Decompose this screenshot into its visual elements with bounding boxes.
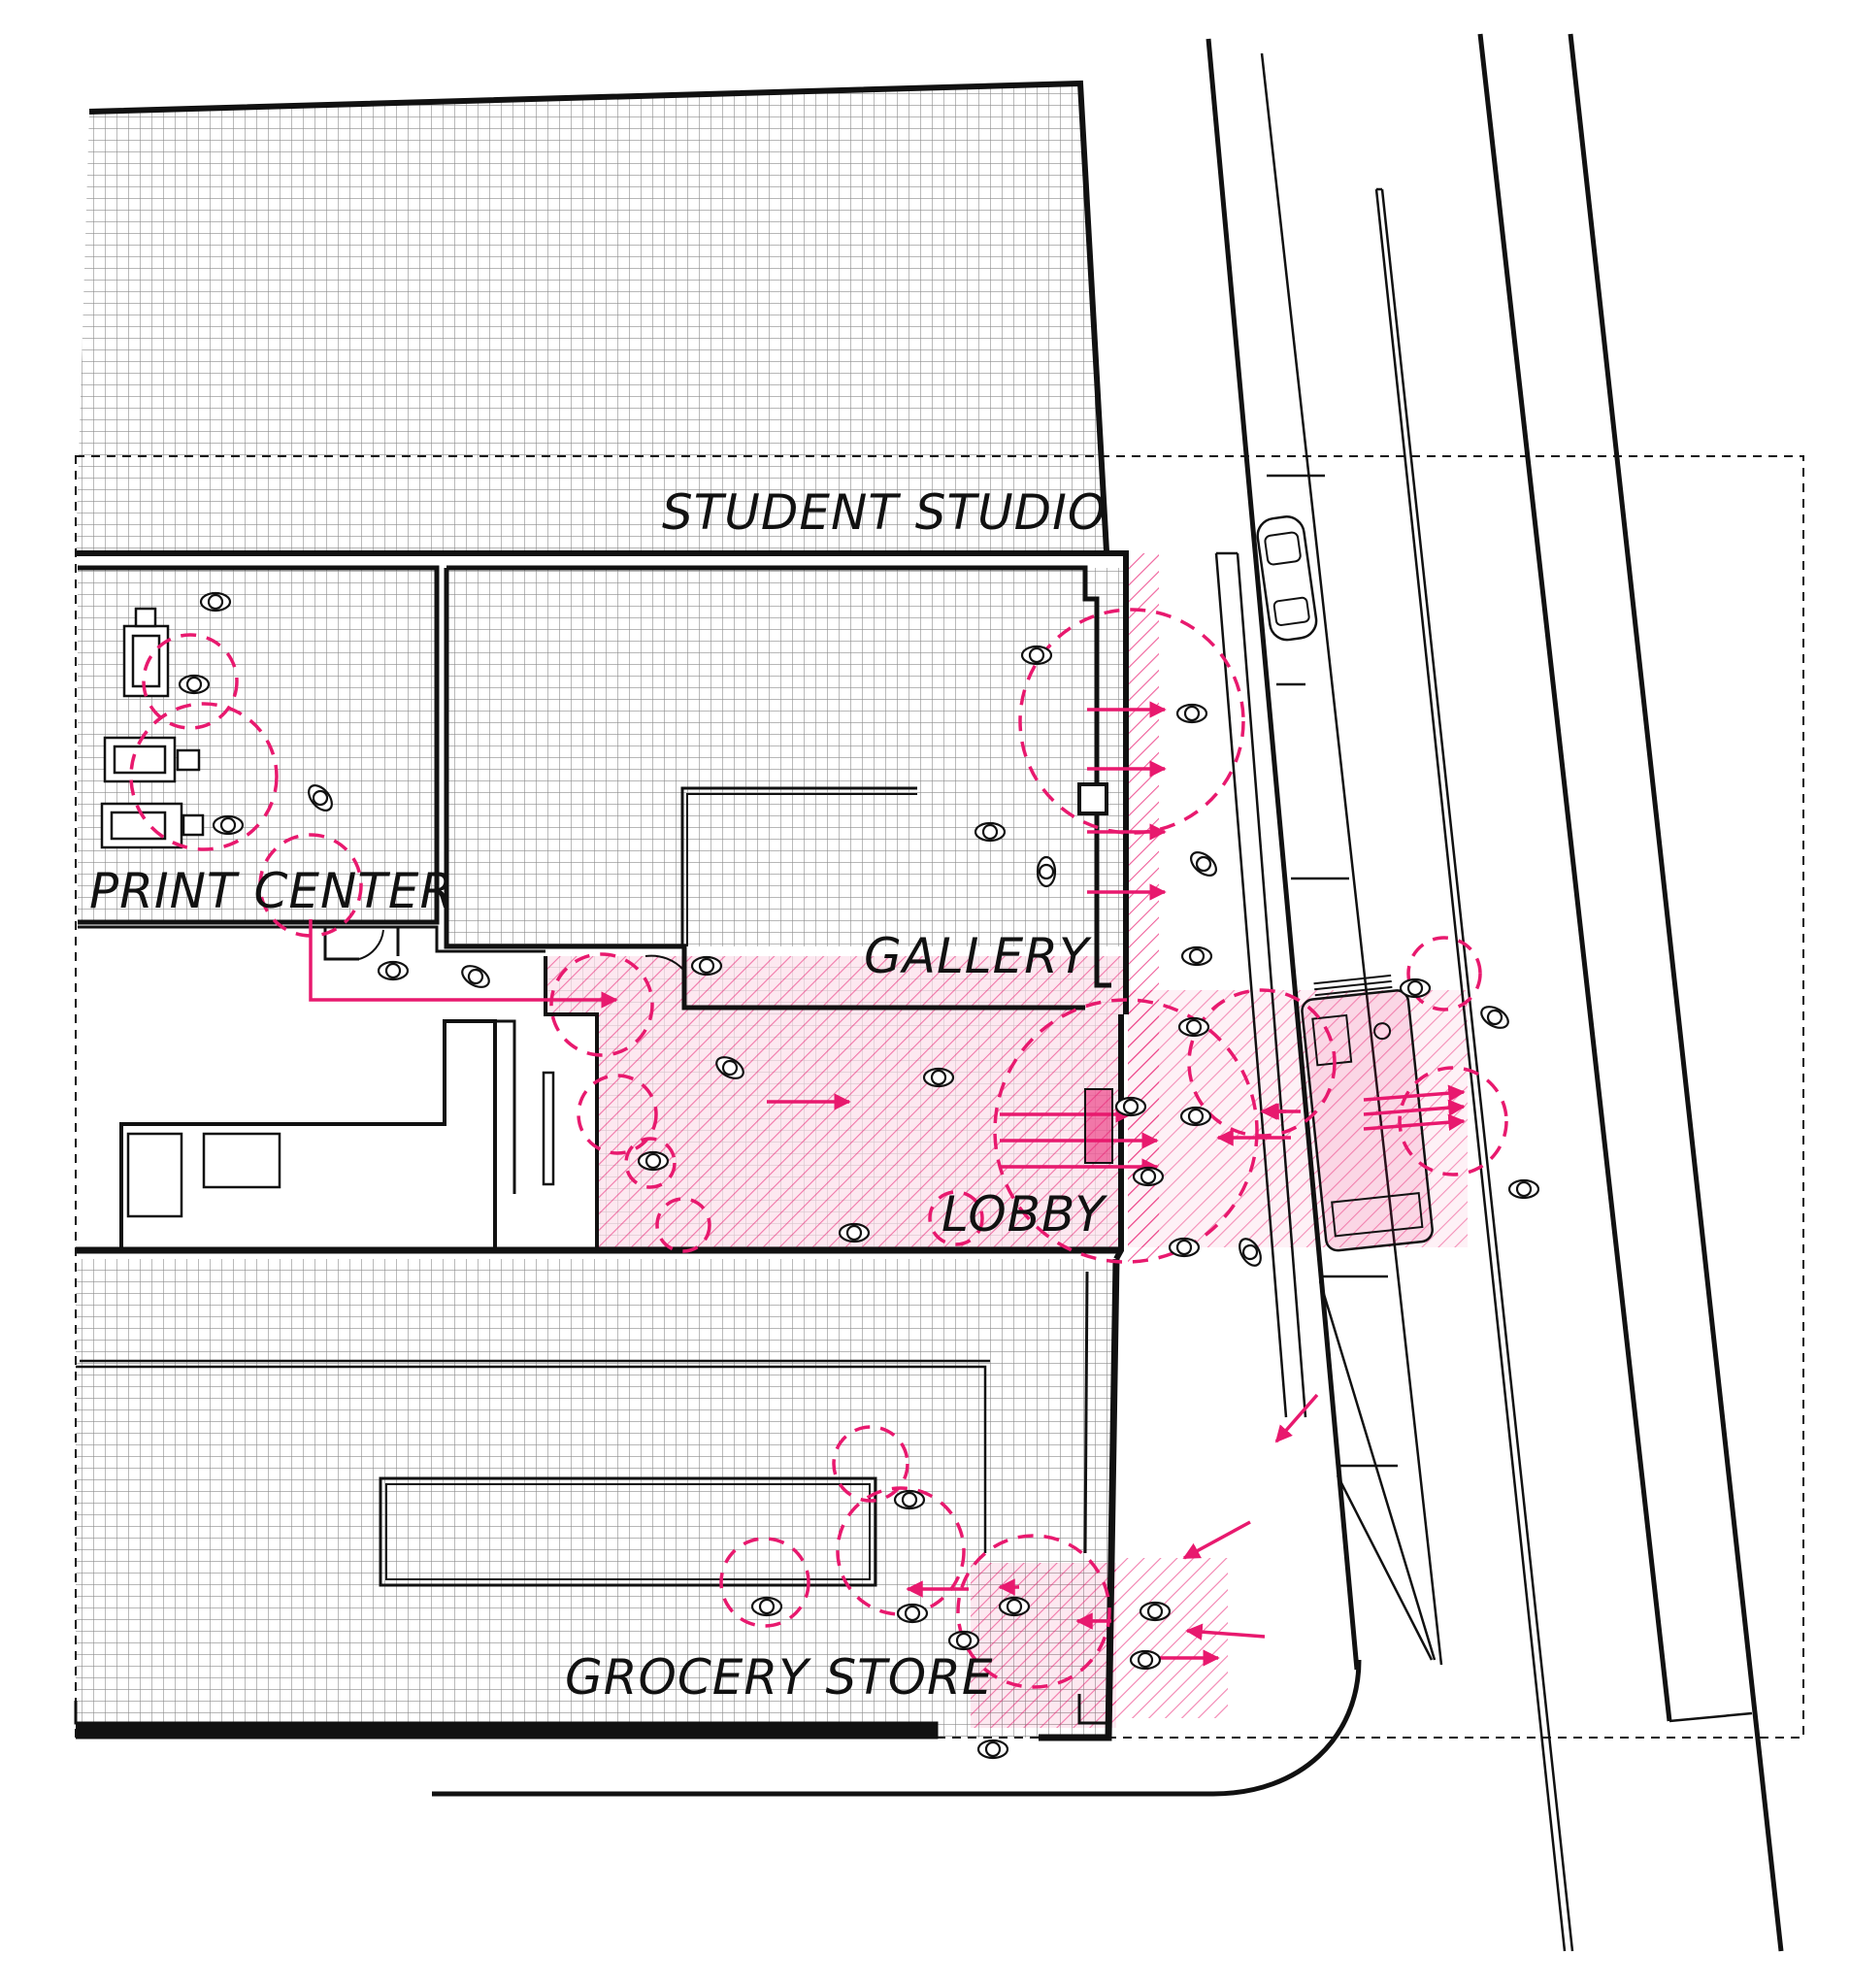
person-topview-icon — [637, 1150, 670, 1172]
person-topview-icon — [178, 674, 211, 695]
site-boundary — [75, 455, 1804, 1739]
person-topview-icon — [893, 1489, 926, 1510]
person-topview-icon — [976, 1739, 1009, 1760]
person-topview-icon — [212, 814, 245, 836]
label-grocery-store: GROCERY STORE — [565, 1649, 994, 1706]
person-topview-icon — [896, 1603, 929, 1624]
person-topview-icon — [715, 1056, 744, 1079]
label-gallery: GALLERY — [864, 928, 1092, 984]
person-topview-icon — [1480, 1006, 1509, 1029]
person-topview-icon — [1239, 1238, 1262, 1267]
person-topview-icon — [690, 955, 723, 977]
grocery-store-area — [76, 1259, 1116, 1738]
person-topview-icon — [838, 1222, 871, 1243]
activity-circles — [129, 608, 1508, 1689]
gallery-room — [446, 568, 1126, 946]
person-topview-icon — [750, 1596, 783, 1617]
person-topview-icon — [377, 960, 410, 981]
label-lobby: LOBBY — [942, 1186, 1107, 1242]
car-topview-icon — [1256, 515, 1318, 642]
person-topview-icon — [1180, 945, 1213, 967]
person-topview-icon — [1168, 1237, 1201, 1258]
person-topview-icon — [308, 784, 333, 812]
person-topview-icon — [1132, 1166, 1165, 1187]
person-topview-icon — [1114, 1096, 1147, 1117]
person-topview-icon — [1179, 1106, 1212, 1127]
flow-arrows — [309, 701, 1466, 1667]
print-machines — [100, 607, 205, 849]
person-topview-icon — [922, 1067, 955, 1088]
person-topview-icon — [1507, 1178, 1540, 1200]
person-topview-icon — [1139, 1601, 1172, 1622]
person-topview-icon — [1175, 703, 1208, 724]
person-topview-icon — [947, 1630, 980, 1651]
person-topview-icon — [1036, 855, 1057, 888]
people-figures — [178, 591, 1540, 1760]
grocery-entry-hatch — [971, 1558, 1228, 1728]
person-topview-icon — [461, 965, 490, 988]
label-student-studio: STUDENT STUDIO — [662, 484, 1107, 541]
person-topview-icon — [974, 821, 1007, 843]
student-studio-area — [76, 80, 1109, 553]
person-topview-icon — [1020, 645, 1053, 666]
person-topview-icon — [199, 591, 232, 613]
building-walls — [74, 550, 1129, 1741]
person-topview-icon — [1177, 1016, 1210, 1038]
label-print-center: PRINT CENTER — [89, 863, 454, 919]
lobby-entrance-door — [1084, 1088, 1113, 1164]
person-topview-icon — [1399, 977, 1432, 999]
streets — [432, 33, 1784, 1952]
person-topview-icon — [1129, 1649, 1162, 1671]
person-topview-icon — [1190, 851, 1217, 877]
person-topview-icon — [998, 1596, 1031, 1617]
